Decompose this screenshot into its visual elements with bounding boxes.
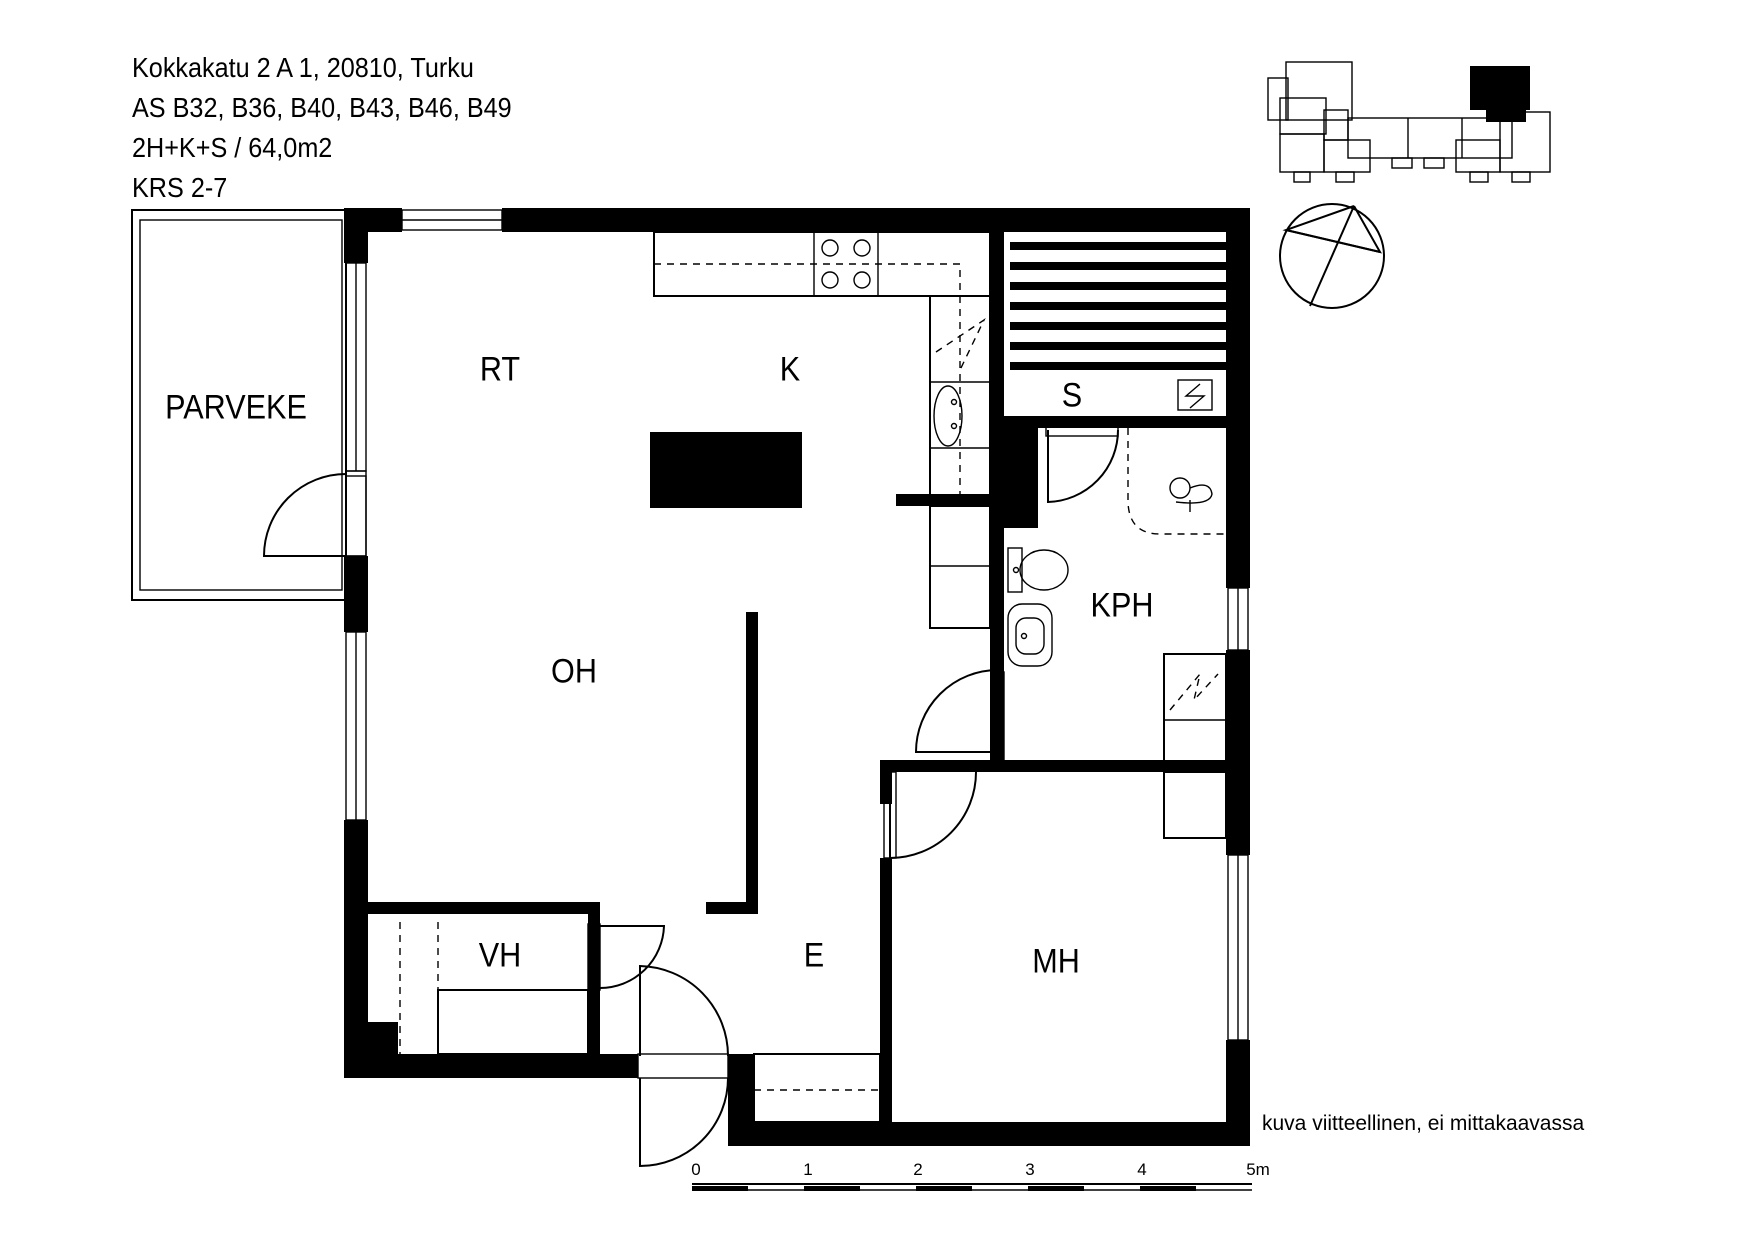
electric-stove-icon [821, 239, 871, 289]
washbasin-icon [1007, 603, 1053, 667]
bathroom-fixtures [1007, 428, 1227, 839]
doors [262, 423, 1119, 1168]
compass-icon [1279, 203, 1385, 309]
disclaimer-note: kuva viitteellinen, ei mittakaavassa [1262, 1112, 1585, 1135]
sauna-heater-icon [1177, 379, 1213, 411]
room-label-kitchen: K [779, 350, 801, 389]
shower-icon [1169, 477, 1213, 512]
room-label-bathroom: KPH [1090, 586, 1154, 625]
toilet-icon [1007, 547, 1069, 593]
floor-range: KRS 2-7 [132, 172, 228, 203]
entrance-shelf [753, 1053, 881, 1123]
scale-tick: 5m [1246, 1160, 1270, 1179]
sink-icon [933, 385, 963, 447]
closet-shelves [399, 922, 589, 1055]
room-label-entrance: E [803, 936, 825, 975]
room-label-balcony: PARVEKE [165, 388, 307, 427]
room-label-bedroom: MH [1032, 942, 1080, 981]
room-label-living: OH [551, 652, 597, 691]
unit-list: AS B32, B36, B40, B43, B46, B49 [132, 92, 512, 123]
room-label-dining: RT [479, 350, 521, 389]
room-label-sauna: S [1061, 376, 1083, 415]
kitchen-island [650, 432, 802, 508]
scale-tick: 2 [913, 1160, 923, 1179]
room-label-closet: VH [478, 936, 522, 975]
layout-area: 2H+K+S / 64,0m2 [132, 132, 333, 163]
scale-tick: 1 [803, 1160, 813, 1179]
scale-tick: 3 [1025, 1160, 1035, 1179]
address-line: Kokkakatu 2 A 1, 20810, Turku [132, 52, 474, 83]
walls [344, 208, 1250, 1146]
key-plan-icon [1267, 61, 1551, 183]
kitchen-counter [653, 231, 991, 629]
sauna-benches [1010, 242, 1226, 411]
scale-tick: 4 [1137, 1160, 1147, 1179]
scale-bar [692, 1183, 1252, 1191]
scale-tick: 0 [691, 1160, 701, 1179]
